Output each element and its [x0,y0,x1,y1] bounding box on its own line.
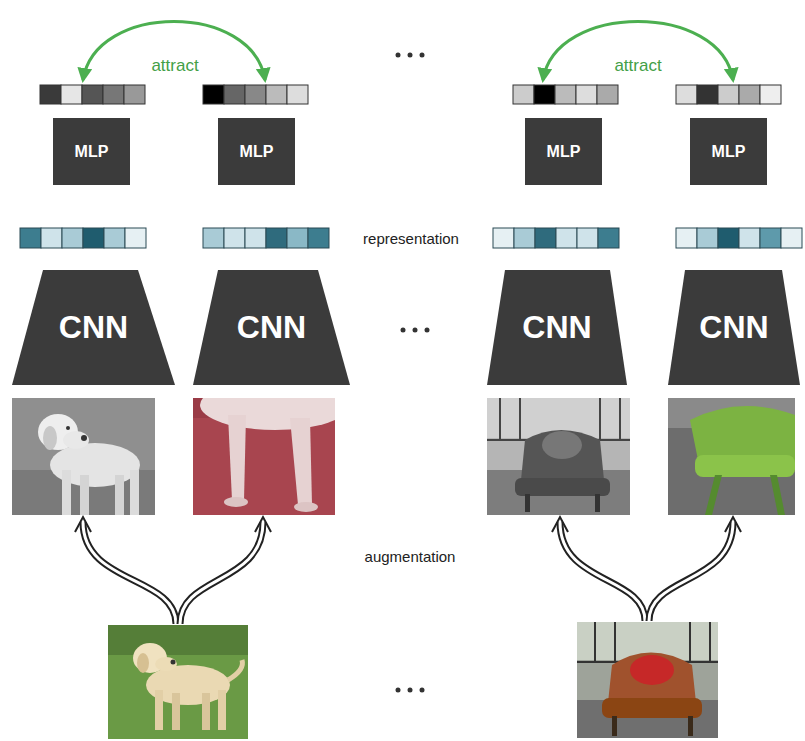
representation-label: representation [360,230,462,247]
node-text: MLP [547,143,581,161]
node-text: CNN [522,309,591,346]
node-text: CNN [699,309,768,346]
ellipsis [396,53,430,693]
projection-vector [40,85,781,104]
representation-vector [20,228,802,248]
node-text: MLP [240,143,274,161]
cnn-trapezoid: CNN [487,270,627,385]
node-text: CNN [237,309,306,346]
attract-label: attract [611,56,664,76]
augmentation-arrow [75,517,741,624]
original-image [577,622,718,738]
augmented-image [12,398,155,515]
original-image [108,625,248,739]
cnn-trapezoid: CNN [12,270,175,385]
node-text: MLP [712,143,746,161]
node-text: CNN [59,309,128,346]
mlp-box: MLP [53,118,130,185]
mlp-box: MLP [525,118,602,185]
augmentation-label: augmentation [362,548,459,565]
cnn-trapezoid: CNN [193,270,350,385]
mlp-box: MLP [690,118,767,185]
attract-label: attract [148,56,201,76]
cnn-trapezoid: CNN [668,270,800,385]
augmented-image [668,398,795,515]
augmented-image [487,398,630,515]
attract-arrow [543,22,733,81]
augmented-image [193,398,335,515]
mlp-box: MLP [218,118,295,185]
node-text: MLP [75,143,109,161]
attract-arrow [83,22,265,81]
